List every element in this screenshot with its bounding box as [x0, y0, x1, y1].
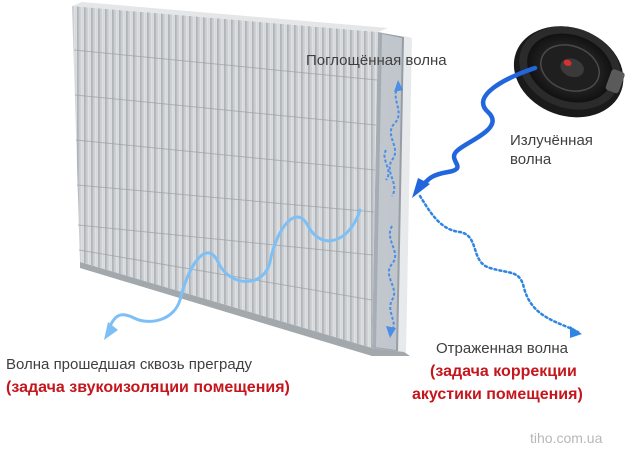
wall-top-edge: [72, 2, 388, 32]
transmitted-wave: [108, 208, 362, 328]
emitted-wave-label-line1: Излучённая: [510, 132, 593, 149]
reflected-wave-label: Отраженная волна: [436, 340, 568, 357]
transmitted-task-label: (задача звукоизоляции помещения): [6, 379, 290, 396]
absorbed-wave-arrowhead-bottom: [386, 326, 396, 338]
emitted-wave: [419, 65, 538, 189]
emitted-wave-label-line2: волна: [510, 151, 552, 168]
absorbed-wave-label: Поглощённая волна: [306, 52, 447, 69]
absorbed-wave-arrowhead-top: [394, 80, 403, 92]
reflected-task-label-line1: (задача коррекции: [430, 363, 577, 380]
wall-seams: [73, 49, 378, 301]
transmitted-wave-label: Волна прошедшая сквозь преграду: [6, 356, 252, 373]
emitted-wave-arrowhead: [412, 178, 430, 198]
reflected-task-label-line2: акустики помещения): [412, 386, 583, 403]
reflected-wave-arrowhead: [570, 326, 582, 338]
transmitted-wave-arrowhead: [104, 322, 118, 340]
watermark: tiho.com.ua: [530, 430, 603, 446]
wall-inner-layer: [376, 34, 402, 350]
absorbed-waves: [383, 85, 400, 331]
wall-front-face: [72, 6, 378, 348]
loudspeaker-icon: [513, 26, 625, 118]
acoustic-wall: [72, 2, 412, 356]
wall-outer-board: [398, 36, 412, 354]
reflected-wave: [418, 194, 580, 334]
